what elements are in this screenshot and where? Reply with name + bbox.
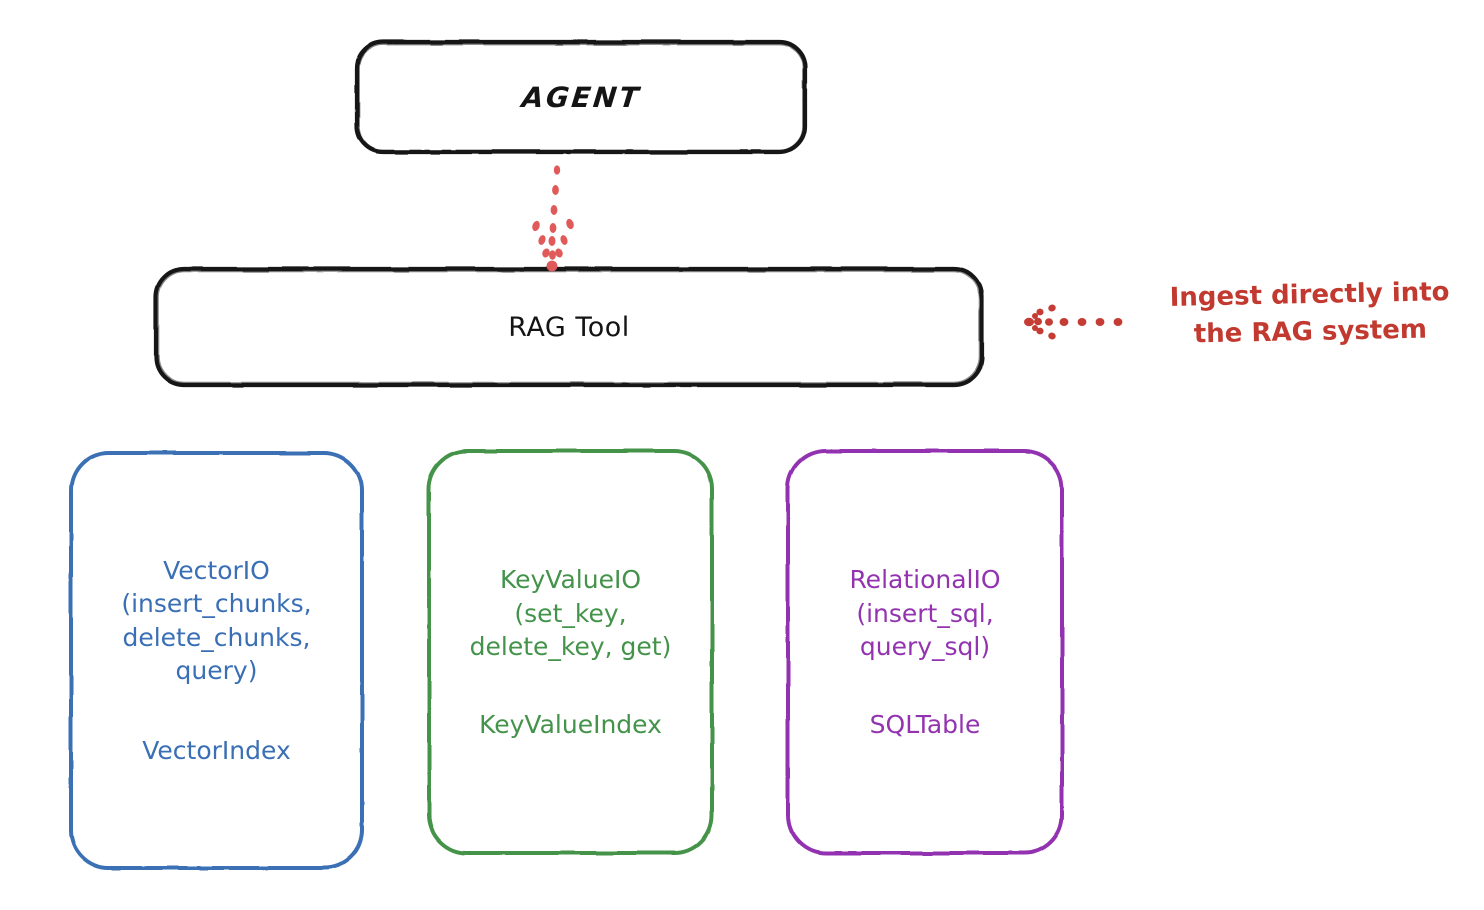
- keyvalue-store-api-label: KeyValueIO (set_key, delete_key, get): [469, 565, 672, 661]
- relational-store-index-label: SQLTable: [869, 709, 981, 739]
- relational-store-api-label: RelationalIO (insert_sql, query_sql): [849, 565, 1001, 661]
- agent-label: AGENT: [519, 81, 643, 114]
- agent-node[interactable]: AGENT: [356, 41, 806, 154]
- relational-store-box-outline: [786, 449, 1064, 855]
- vector-store-box-outline: [69, 451, 364, 870]
- agent-box-outline: [354, 39, 808, 155]
- relational-store-node[interactable]: RelationalIO (insert_sql, query_sql) SQL…: [787, 450, 1063, 854]
- ingest-arrow: [1024, 304, 1123, 340]
- vector-store-node[interactable]: VectorIO (insert_chunks, delete_chunks, …: [70, 452, 363, 869]
- keyvalue-store-index-label: KeyValueIndex: [479, 709, 662, 739]
- ingest-annotation-text: Ingest directly into the RAG system: [1169, 277, 1450, 350]
- vector-store-index-label: VectorIndex: [142, 735, 291, 765]
- keyvalue-store-box-outline: [427, 449, 714, 855]
- keyvalue-store-node[interactable]: KeyValueIO (set_key, delete_key, get) Ke…: [428, 450, 713, 854]
- rag-tool-label: RAG Tool: [508, 311, 630, 343]
- vector-store-api-label: VectorIO (insert_chunks, delete_chunks, …: [121, 555, 312, 686]
- rag-tool-node[interactable]: RAG Tool: [155, 268, 983, 386]
- agent-to-rag-tool-arrow: [532, 165, 574, 272]
- rag-tool-box-outline: [153, 266, 985, 388]
